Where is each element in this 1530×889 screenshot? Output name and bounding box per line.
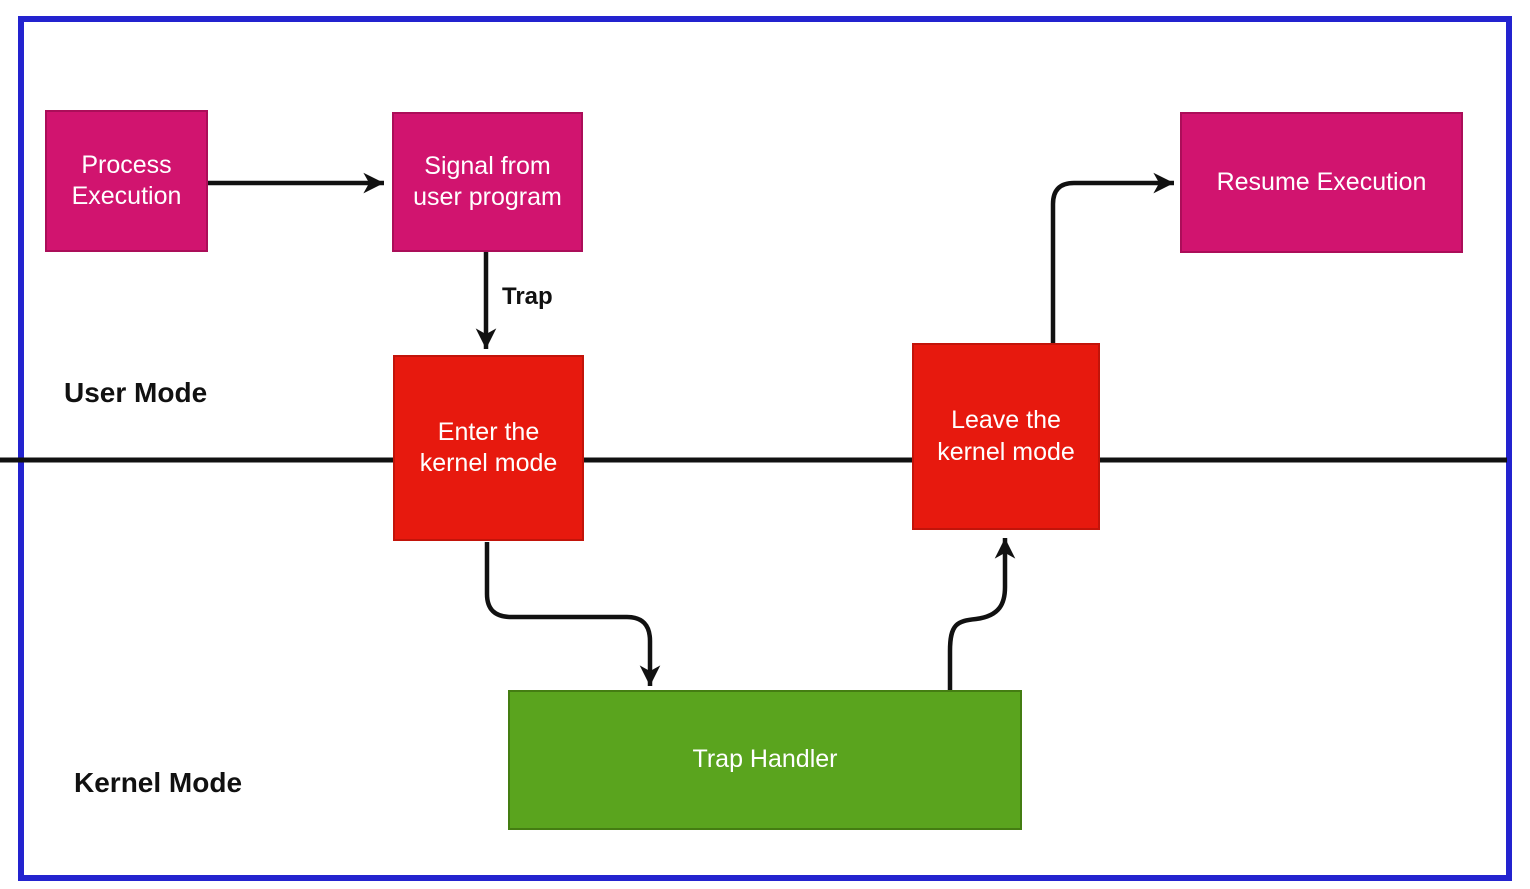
arrow-enter-to-traphandler [484,542,661,686]
kernel-mode-label: Kernel Mode [74,767,243,798]
node-process-execution-label: Process Execution [71,150,182,211]
node-leave-kernel-mode-label: Leave the kernel mode [937,406,1075,466]
node-trap-handler: Trap Handler [508,690,1022,830]
node-resume-execution-label: Resume Execution [1216,167,1427,196]
arrow-traphandler-to-leave [947,538,1016,692]
trap-edge-label: Trap [502,283,553,310]
node-leave-kernel-mode: Leave the kernel mode [912,343,1100,530]
node-resume-execution: Resume Execution [1180,112,1463,253]
node-enter-kernel-mode: Enter the kernel mode [393,355,584,541]
node-trap-handler-label: Trap Handler [692,745,838,774]
user-mode-label: User Mode [64,377,208,408]
node-process-execution: Process Execution [45,110,208,252]
node-signal-from-user-program-label: Signal from user program [413,151,562,212]
node-signal-from-user-program: Signal from user program [392,112,583,252]
diagram-frame [18,16,1512,881]
node-enter-kernel-mode-label: Enter the kernel mode [419,417,558,478]
arrow-leave-to-resume [1050,172,1174,343]
